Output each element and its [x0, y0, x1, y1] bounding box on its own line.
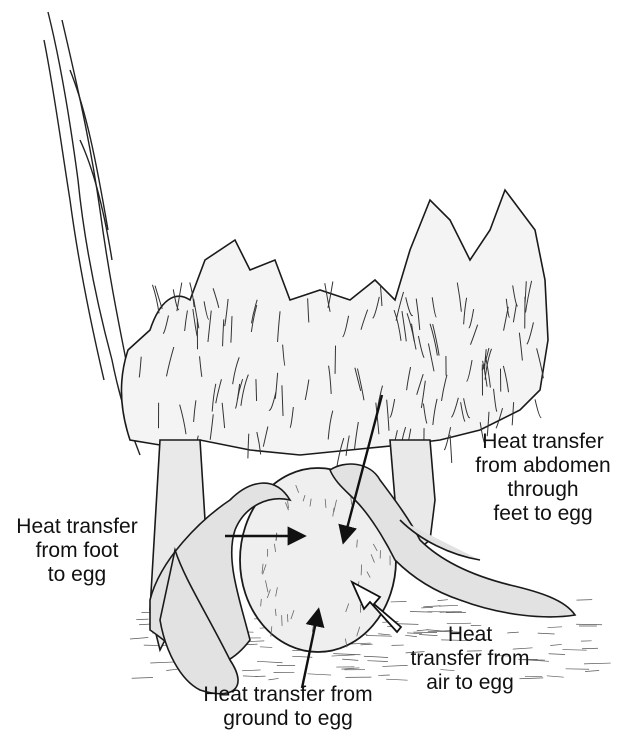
- label-abdomen: Heat transfer from abdomen through feet …: [468, 430, 618, 526]
- label-ground: Heat transfer from ground to egg: [178, 683, 398, 731]
- label-air: Heat transfer from air to egg: [395, 623, 545, 695]
- label-foot: Heat transfer from foot to egg: [2, 515, 152, 587]
